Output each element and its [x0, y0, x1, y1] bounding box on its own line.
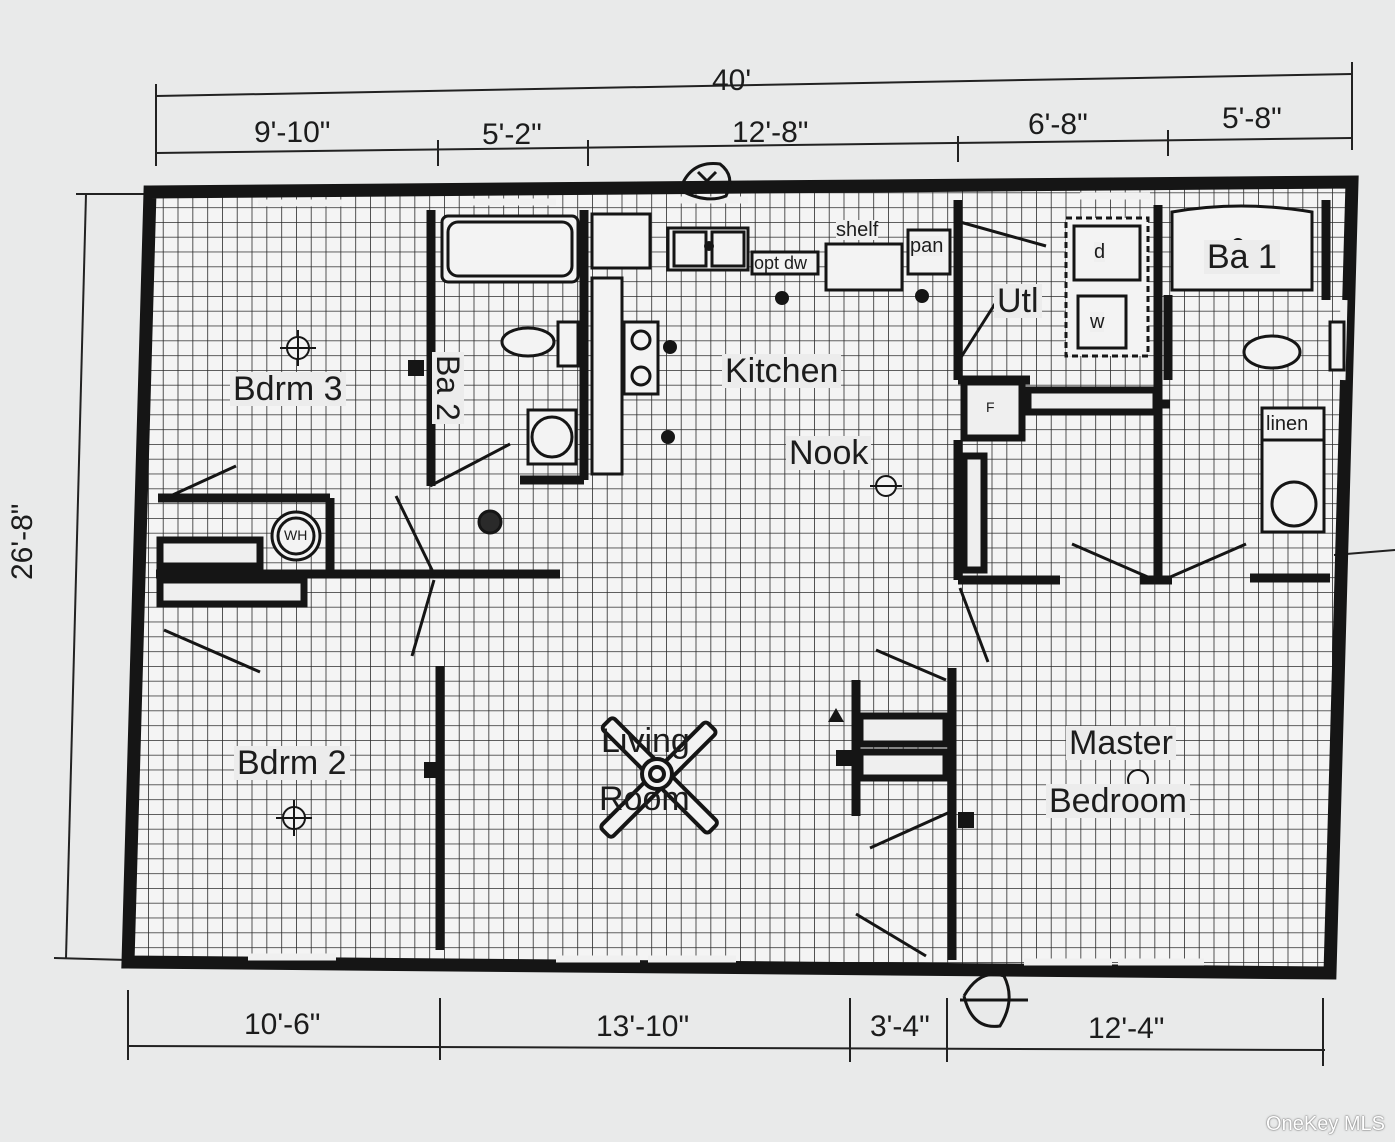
- bath2-fixtures: [440, 214, 580, 466]
- room-label-utility: Utl: [994, 284, 1042, 318]
- room-label-bedroom3: Bdrm 3: [230, 372, 346, 406]
- washer-label: w: [1090, 311, 1105, 333]
- overall-depth-label: 26'-8": [6, 503, 39, 580]
- dishwasher-label: opt dw: [754, 253, 808, 273]
- room-label-nook: Nook: [786, 436, 872, 470]
- smoke-detector-icon: [477, 509, 503, 535]
- top-dim-2: 5'-2": [482, 118, 542, 151]
- door-swings: [163, 220, 1247, 958]
- top-dim-3: 12'-8": [732, 116, 809, 149]
- bottom-dim-4: 12'-4": [1088, 1012, 1165, 1045]
- furnace-label: F: [986, 399, 995, 415]
- top-dim-1: 9'-10": [254, 116, 331, 149]
- overall-width-label: 40': [712, 64, 752, 97]
- room-label-bedroom2: Bdrm 2: [234, 746, 350, 780]
- water-heater-label: WH: [284, 527, 308, 543]
- room-label-master-1: Master: [1066, 726, 1176, 760]
- top-dim-4: 6'-8": [1028, 108, 1088, 141]
- top-dim-5: 5'-8": [1222, 102, 1282, 135]
- bottom-dim-3: 3'-4": [870, 1010, 930, 1043]
- dimension-lines: [53, 62, 1395, 1066]
- utility-fixtures: [1064, 216, 1150, 358]
- room-label-living-2: Room: [599, 780, 690, 818]
- exterior-symbols: [678, 162, 1028, 1028]
- bottom-dim-1: 10'-6": [244, 1008, 321, 1041]
- ceiling-fan-icon: [599, 716, 719, 839]
- room-label-living-1: Living: [601, 722, 690, 760]
- shelf-label: shelf: [836, 219, 879, 241]
- bottom-dim-2: 13'-10": [596, 1010, 690, 1043]
- room-label-bath1: Ba 1: [1204, 240, 1280, 274]
- exterior-walls: [121, 175, 1359, 980]
- room-label-bath2: Ba 2: [430, 352, 466, 424]
- pantry-label: pan: [910, 235, 944, 257]
- water-heater: [270, 510, 322, 562]
- dryer-label: d: [1094, 241, 1106, 263]
- room-label-kitchen: Kitchen: [722, 354, 842, 388]
- kitchen-fixtures: [590, 212, 952, 476]
- room-label-master-2: Bedroom: [1046, 784, 1190, 818]
- linen-label: linen: [1266, 413, 1309, 435]
- watermark: OneKey MLS: [1266, 1113, 1385, 1135]
